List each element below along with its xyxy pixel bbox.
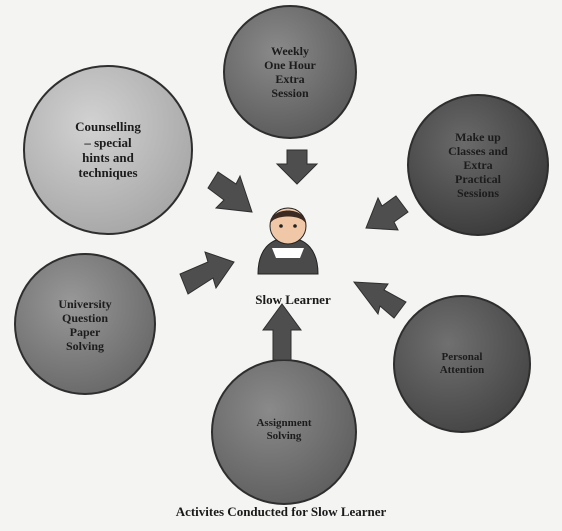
node-personal-label: Personal Attention [439, 351, 485, 376]
node-weekly-label: Weekly One Hour Extra Session [264, 43, 316, 101]
arrow-makeup [365, 195, 409, 231]
node-makeup-label: Make up Classes and Extra Practical Sess… [448, 129, 508, 201]
arrow-university [179, 251, 235, 295]
node-counselling-circle [23, 65, 193, 235]
diagram-caption: Activites Conducted for Slow Learner [175, 504, 387, 519]
arrow-weekly [275, 149, 319, 185]
node-personal-circle [393, 295, 531, 433]
node-university-circle [14, 253, 156, 395]
center-label: Slow Learner [255, 292, 331, 307]
person-icon [257, 207, 319, 275]
arrow-assignment [262, 303, 302, 361]
arrow-counselling [207, 171, 253, 213]
node-makeup-circle [407, 94, 549, 236]
node-counselling-label: Counselling – special hints and techniqu… [75, 119, 141, 181]
arrow-personal [352, 281, 407, 319]
node-university-label: University Question Paper Solving [58, 296, 112, 354]
node-weekly-circle [223, 5, 357, 139]
node-assignment-label: Assignment Solving [256, 417, 312, 442]
